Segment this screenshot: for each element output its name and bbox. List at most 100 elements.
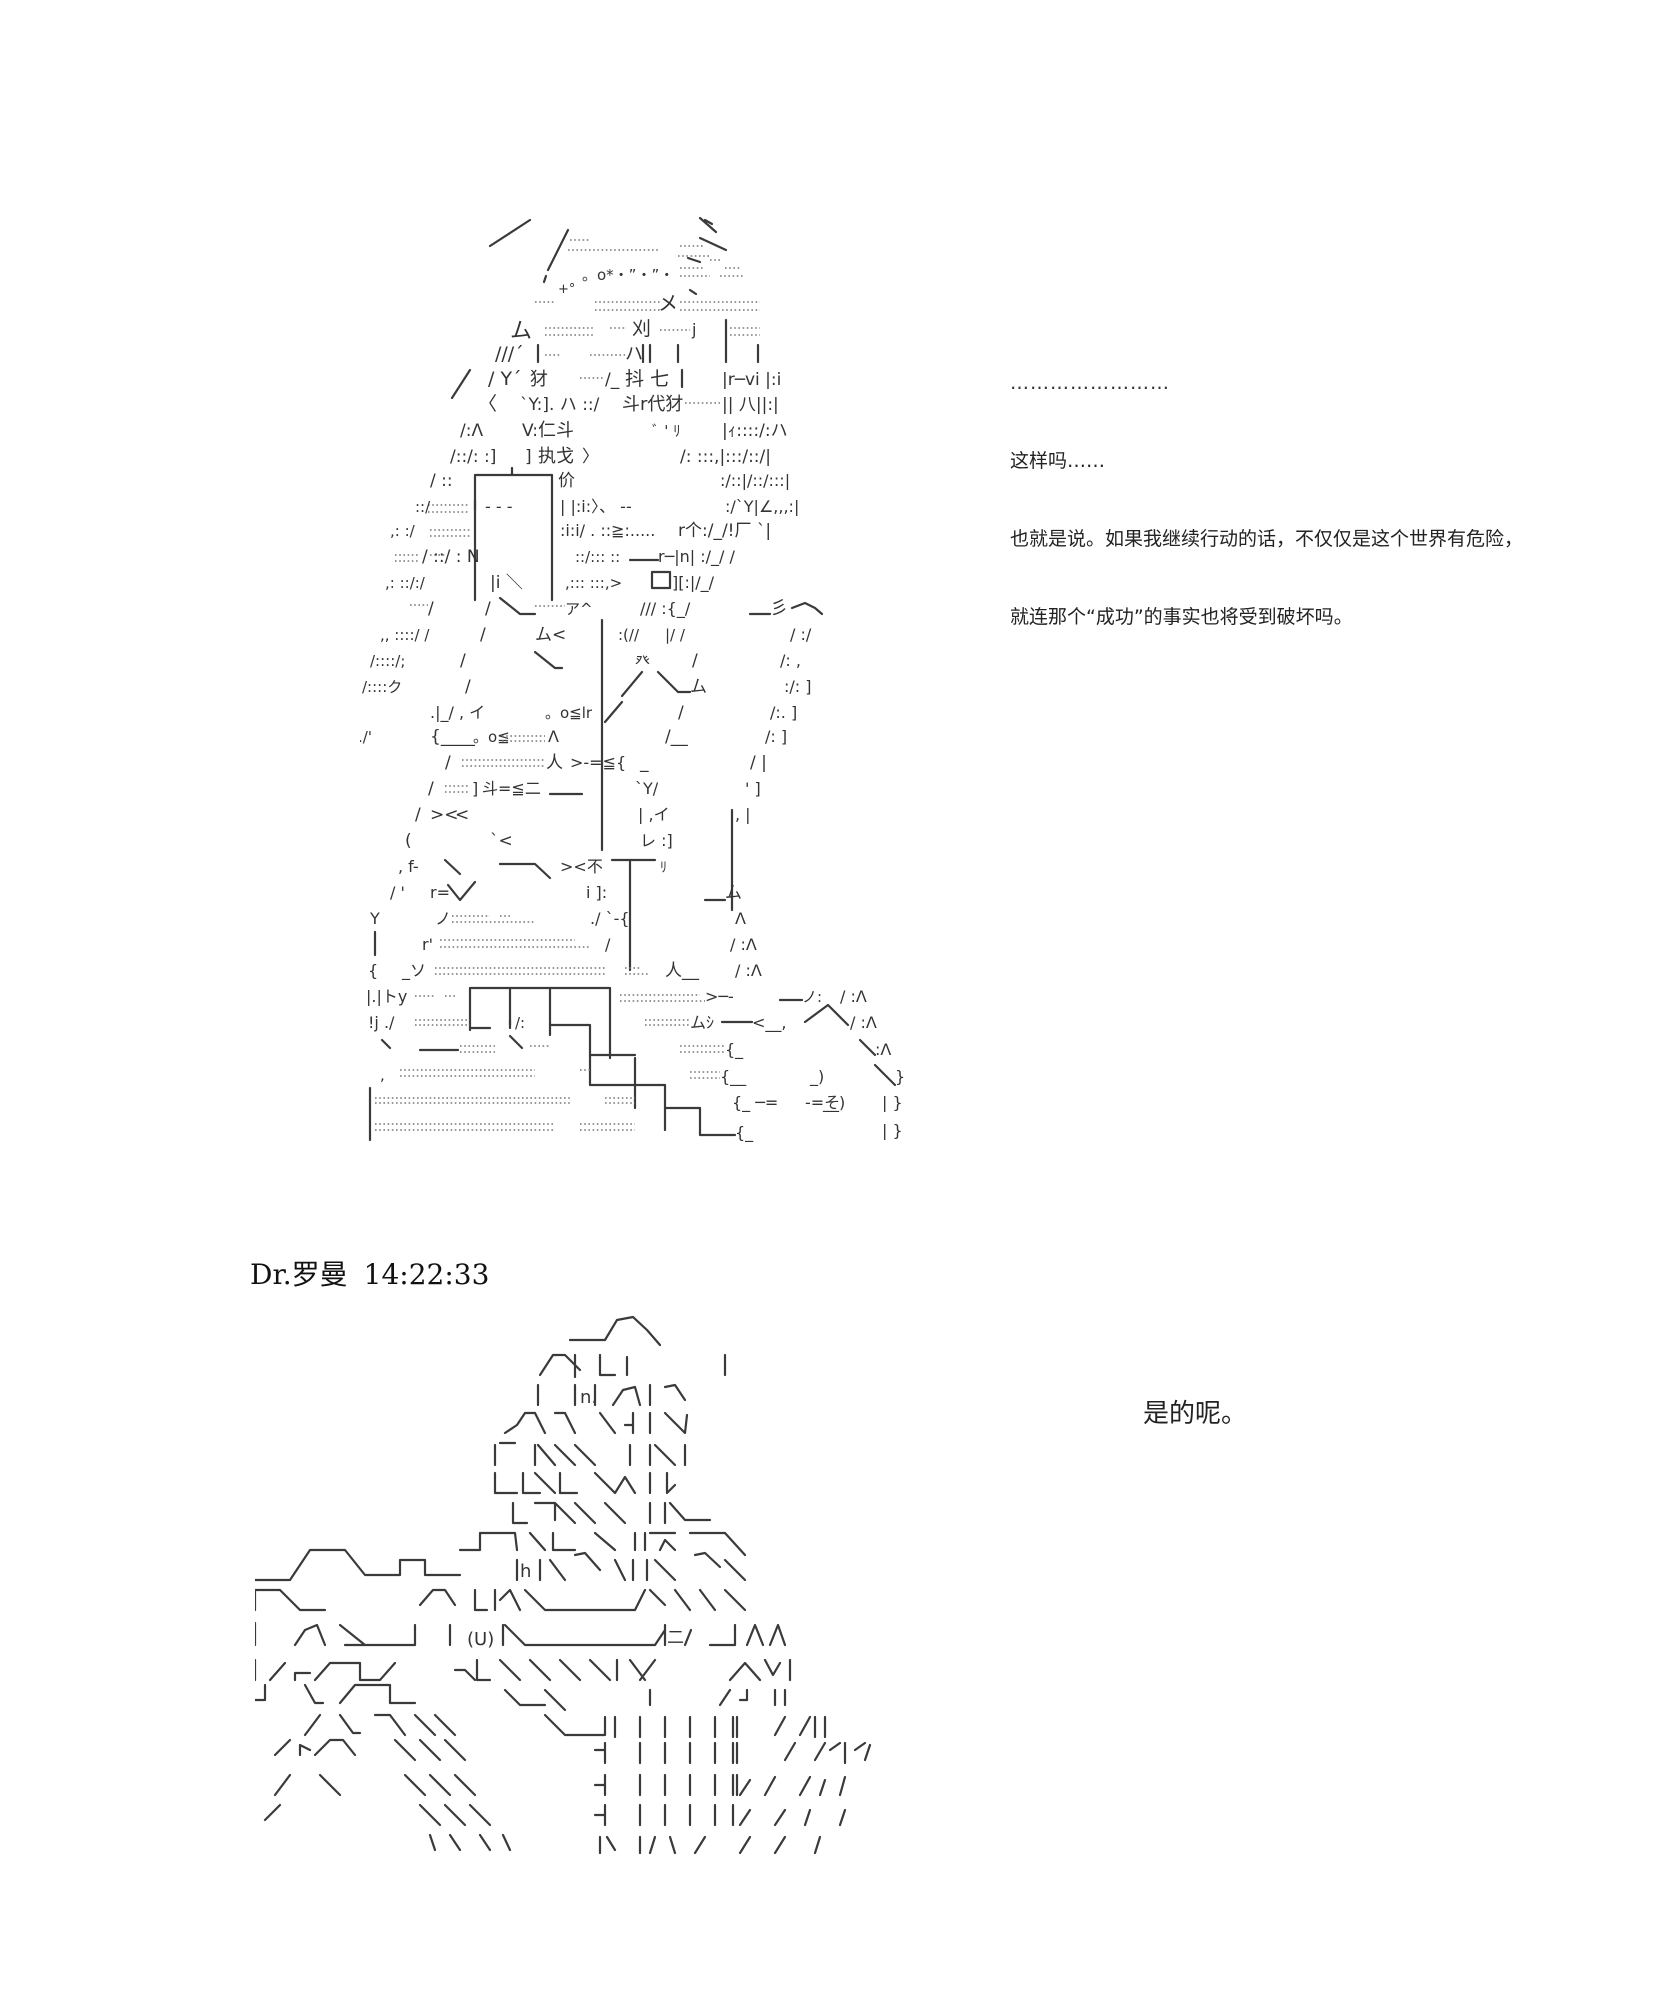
svg-text:/ |: / |	[750, 753, 767, 773]
svg-text:/_: /_	[605, 370, 620, 390]
svg-text:〉: 〉	[582, 447, 599, 467]
svg-text:|i ＼: |i ＼	[490, 573, 523, 593]
svg-text:,, ::::/ /: ,, ::::/ /	[380, 626, 430, 644]
svg-text:刈: 刈	[632, 318, 651, 340]
svg-text:执戈: 执戈	[538, 446, 574, 467]
svg-text:/: /	[428, 599, 434, 619]
svg-text:Λ: Λ	[548, 727, 559, 746]
svg-text:/::::ク: /::::ク	[362, 678, 402, 696]
svg-text:仁斗: 仁斗	[538, 420, 574, 441]
ascii-art-girl: 。o*・”・”・ +° メ ム 刈 j ///´ ハ / Y´ 犲 /_ 抖 七…	[360, 210, 1020, 1150]
svg-text:][:|/_/: ][:|/_/	[672, 573, 715, 593]
svg-text:。o≦lr: 。o≦lr	[545, 704, 593, 722]
svg-text:/ :Λ: / :Λ	[735, 961, 762, 980]
svg-text:/ :/: / :/	[790, 625, 812, 644]
svg-text:/: /	[692, 651, 698, 671]
svg-text:ム: ム	[690, 677, 707, 697]
svg-text:' ]: ' ]	[745, 779, 761, 798]
svg-text:./': ./'	[360, 728, 372, 746]
svg-text:| ,イ: | ,イ	[638, 805, 670, 824]
svg-text:/:Λ: /:Λ	[460, 421, 483, 441]
svg-text:/: /	[485, 599, 491, 619]
svg-text:, |: , |	[735, 805, 751, 824]
svg-text:>─-: >─-	[705, 987, 734, 1006]
ascii-art-girl-drawing: 。o*・”・”・ +° メ ム 刈 j ///´ ハ / Y´ 犲 /_ 抖 七…	[360, 216, 905, 1143]
svg-text:二: 二	[667, 1628, 684, 1648]
svg-text:/ ::: / ::	[430, 471, 453, 491]
svg-text:-=そ: -=そ	[805, 1093, 840, 1112]
svg-text:`Y:]. ハ ::/: `Y:]. ハ ::/	[520, 395, 600, 415]
svg-text:/ :Λ: / :Λ	[730, 935, 757, 954]
svg-text:/ Y´: / Y´	[488, 368, 522, 390]
svg-text:/: /	[415, 805, 421, 825]
svg-text:价: 价	[558, 471, 575, 491]
svg-text:/// :{_/: /// :{_/	[640, 599, 691, 619]
ascii-art-character-drawing: n. h (U) 二	[255, 1315, 872, 1855]
svg-text:ノ: ノ	[435, 909, 451, 928]
svg-text:/__: /__	[665, 727, 688, 747]
svg-text:V:: V:	[522, 421, 538, 441]
svg-text:/: :::,|:::/::/|: /: :::,|:::/::/|	[680, 447, 771, 467]
svg-text:]: ]	[472, 779, 478, 798]
svg-text:{____: {____	[430, 727, 475, 747]
svg-text:/: /	[445, 753, 451, 773]
svg-text:メ: メ	[658, 291, 678, 315]
svg-text::/`Y|∠,,,:|: :/`Y|∠,,,:|	[725, 497, 799, 516]
svg-text:ム<: ム<	[535, 625, 566, 645]
svg-text::/::|/::/:::|: :/::|/::/:::|	[720, 471, 790, 490]
ellipsis-line: ……………………	[1010, 372, 1170, 394]
svg-text:__): __)	[822, 1093, 845, 1113]
svg-text:| |:i:〉、 --: | |:i:〉、 --	[560, 497, 632, 516]
svg-text:ムｼ: ムｼ	[690, 1013, 714, 1032]
svg-text:|ｨ::::/:ハ: |ｨ::::/:ハ	[722, 421, 788, 441]
svg-text:,::: :::,>: ,::: :::,>	[565, 574, 622, 592]
dialogue-line-1: 这样吗……	[1010, 450, 1106, 472]
svg-text:ノ:: ノ:	[802, 988, 822, 1006]
svg-text:/: /	[605, 935, 611, 954]
svg-text:r个:/_/!厂 `|: r个:/_/!厂 `|	[678, 521, 771, 541]
svg-text:j: j	[691, 320, 696, 339]
svg-text:/ :Λ: / :Λ	[840, 987, 867, 1006]
svg-text:<: <	[455, 805, 469, 825]
svg-text:/ :Λ: / :Λ	[850, 1013, 877, 1032]
svg-text::/: ]: :/: ]	[784, 677, 812, 696]
svg-text:/::::/;: /::::/;	[370, 652, 405, 670]
svg-text:,: ::/:/: ,: ::/:/	[385, 574, 426, 592]
svg-text:{_: {_	[735, 1123, 754, 1143]
svg-text:/: /	[428, 779, 434, 799]
svg-text:(U): (U)	[467, 1629, 494, 1650]
svg-text:,: ,	[380, 1066, 385, 1084]
svg-text:///´: ///´	[495, 343, 524, 365]
svg-text:{__: {__	[720, 1067, 747, 1087]
svg-text:>-=≦{: >-=≦{	[570, 753, 626, 772]
svg-text:r─|n| :/_/ /: r─|n| :/_/ /	[658, 547, 735, 567]
svg-text:|/ /: |/ /	[665, 626, 686, 644]
svg-text:><不: ><不	[560, 857, 603, 876]
svg-text:|.|トy: |.|トy	[366, 987, 407, 1006]
svg-text:{_: {_	[725, 1040, 744, 1060]
svg-text:ﾞ ' ﾘ: ﾞ ' ﾘ	[652, 422, 681, 440]
svg-text:|r─vi |:i: |r─vi |:i	[722, 370, 781, 390]
svg-text:_): _)	[809, 1067, 824, 1087]
svg-text:レ :]: レ :]	[640, 831, 673, 850]
svg-text:ム: ム	[725, 883, 742, 903]
svg-text:|| 八||:|: || 八||:|	[722, 395, 779, 415]
svg-text:犲: 犲	[530, 369, 548, 390]
svg-text:><: ><	[430, 805, 459, 825]
svg-text:| }: | }	[882, 1093, 903, 1112]
svg-text:人: 人	[546, 753, 563, 773]
speaker-name: Dr.罗曼	[250, 1258, 348, 1291]
svg-text:/: /	[465, 677, 471, 697]
svg-text::i:i/ . ::≧:.....: :i:i/ . ::≧:.....	[560, 521, 655, 540]
dialogue-line-2: 也就是说。如果我继续行动的话，不仅仅是这个世界有危险，	[1010, 528, 1524, 550]
svg-text:./ `-{: ./ `-{	[590, 909, 630, 928]
svg-text:Λ: Λ	[735, 909, 746, 928]
svg-text:癶: 癶	[635, 652, 650, 670]
svg-text:/: /	[460, 651, 466, 671]
svg-text:`<: `<	[490, 831, 513, 851]
svg-text:r': r'	[422, 935, 433, 954]
svg-text:.|_/ , イ: .|_/ , イ	[430, 703, 485, 723]
svg-text:抖 七: 抖 七	[625, 368, 669, 390]
svg-text:}: }	[895, 1067, 905, 1086]
